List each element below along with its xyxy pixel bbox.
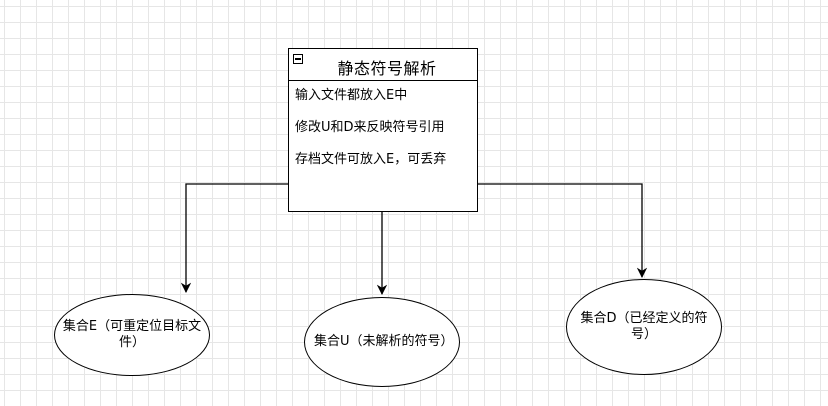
set-e-node[interactable]: 集合E（可重定位目标文件） [54, 294, 210, 376]
static-symbol-resolution-class[interactable]: 静态符号解析 输入文件都放入E中 修改U和D来反映符号引用 存档文件可放入E，可… [288, 48, 478, 212]
class-header[interactable]: 静态符号解析 [289, 49, 477, 81]
set-d-node[interactable]: 集合D（已经定义的符号） [566, 279, 722, 375]
collapse-icon[interactable] [293, 54, 303, 64]
set-u-node[interactable]: 集合U（未解析的符号） [304, 297, 460, 387]
set-d-label: 集合D（已经定义的符号） [580, 311, 708, 342]
set-e-label: 集合E（可重定位目标文件） [62, 319, 202, 350]
edge-to-set-e[interactable] [180, 183, 288, 294]
class-row-update-u-d[interactable]: 修改U和D来反映符号引用 [295, 120, 445, 135]
edge-to-set-d[interactable] [478, 183, 648, 279]
class-body: 输入文件都放入E中 修改U和D来反映符号引用 存档文件可放入E，可丢弃 [289, 81, 477, 181]
set-u-label: 集合U（未解析的符号） [314, 334, 454, 349]
class-row-input-files[interactable]: 输入文件都放入E中 [295, 88, 408, 103]
class-title: 静态符号解析 [337, 59, 437, 78]
class-row-archive-files[interactable]: 存档文件可放入E，可丢弃 [295, 152, 447, 167]
